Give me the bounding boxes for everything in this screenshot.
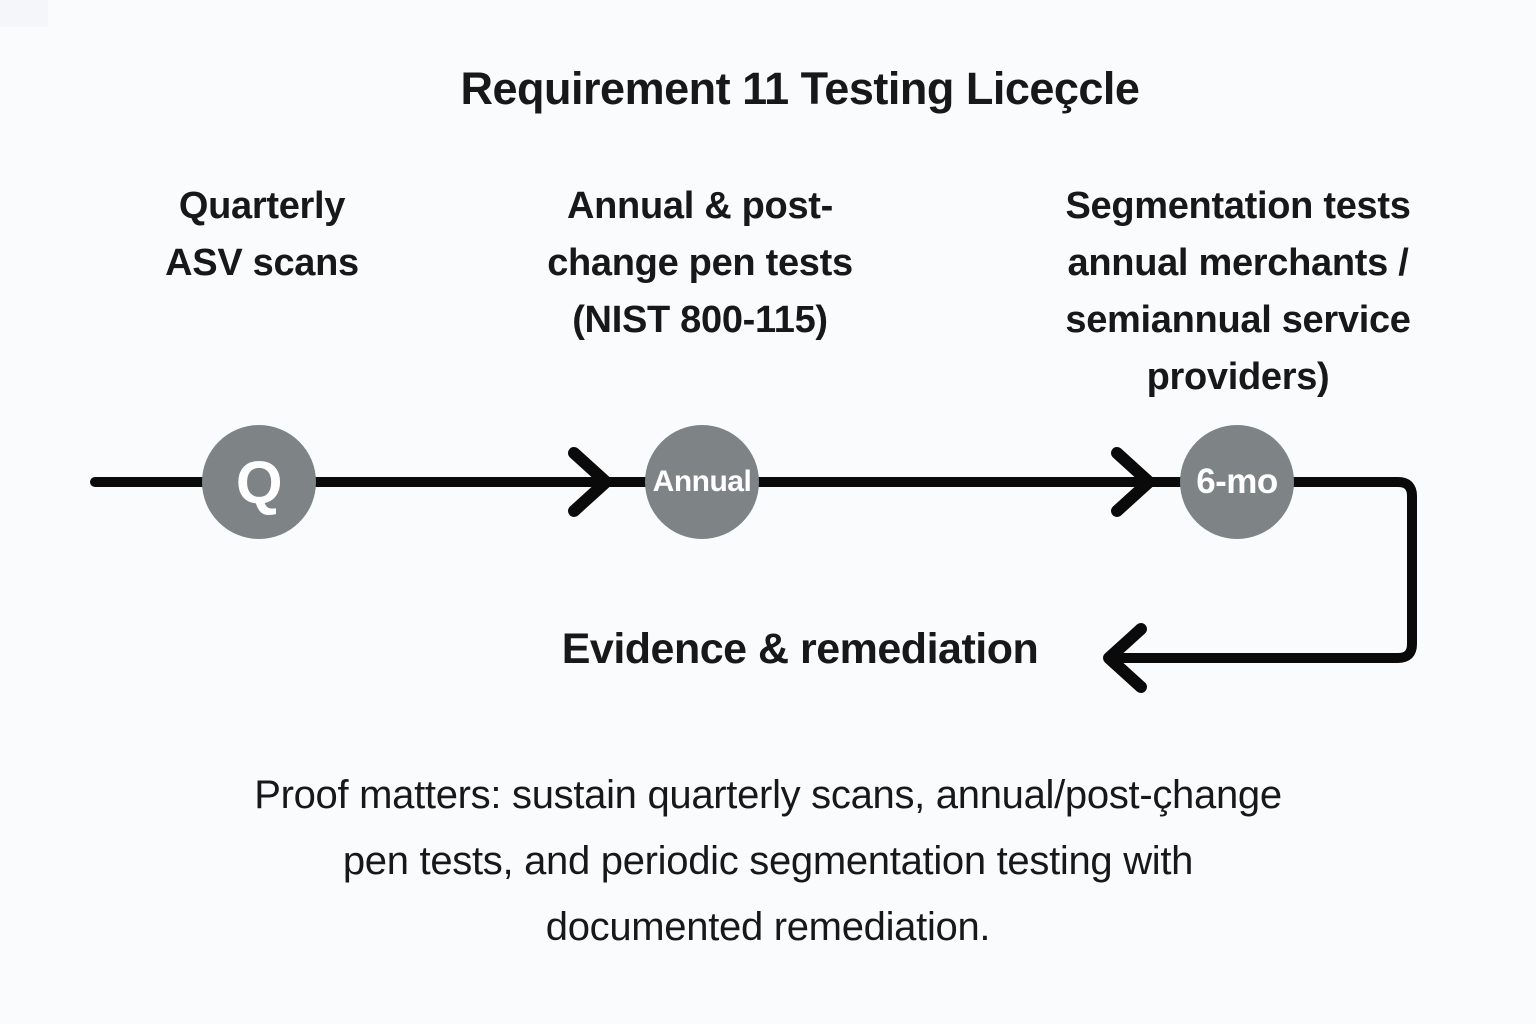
- corner-shade: [0, 0, 48, 27]
- flow-node-label: 6-mo: [1196, 462, 1278, 501]
- diagram-title: Requirement 11 Testing Liceçcle: [460, 63, 1140, 114]
- arrow-right-icon: [1111, 447, 1155, 517]
- arrow-right-icon: [568, 447, 612, 517]
- feedback-label-evidence-remediation: Evidence & remediation: [561, 625, 1039, 673]
- stage-label-quarterly-asv-scans: Quarterly ASV scans: [165, 185, 359, 284]
- stage-label-annual-post-change-pen-tests: Annual & post- change pen tests (NIST 80…: [547, 185, 853, 341]
- flow-node-label: Q: [235, 448, 283, 516]
- footer-summary-text: Proof matters: sustain quarterly scans, …: [254, 773, 1282, 949]
- arrow-left-icon: [1103, 623, 1147, 693]
- flow-node-quarterly: Q: [202, 425, 316, 539]
- flow-node-label: Annual: [652, 465, 752, 498]
- stage-label-segmentation-tests: Segmentation tests annual merchants / se…: [1065, 185, 1411, 398]
- timeline-path: [90, 477, 1417, 663]
- flow-node-annual: Annual: [645, 425, 759, 539]
- flow-node-6mo: 6-mo: [1180, 425, 1294, 539]
